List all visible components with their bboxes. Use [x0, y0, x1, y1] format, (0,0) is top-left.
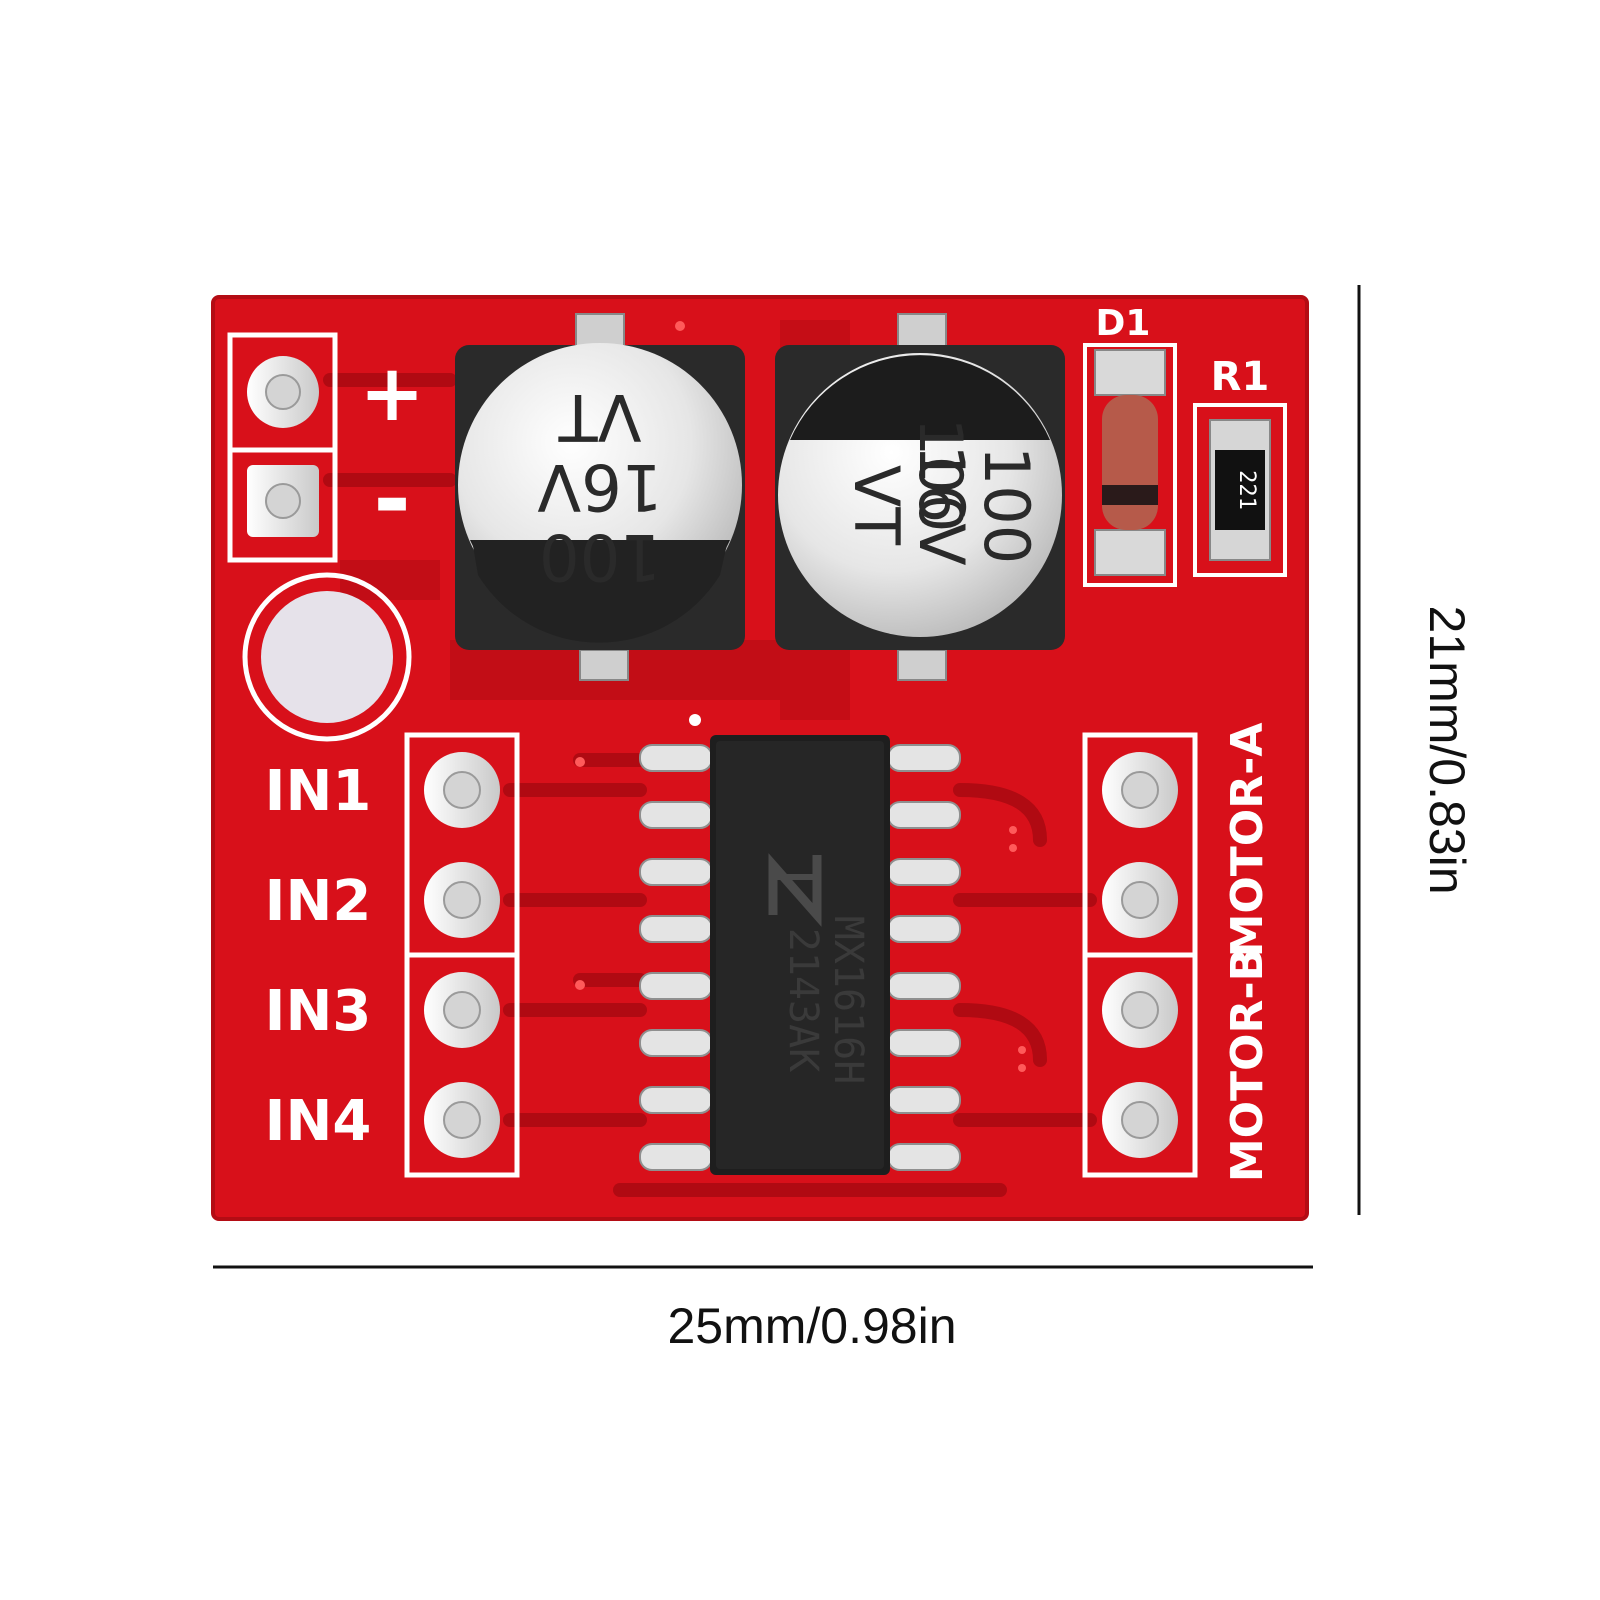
chip-part-number: MX1616H: [825, 916, 871, 1085]
motor-a-label: MOTOR-A: [1222, 723, 1273, 958]
resistor-r1: R1 221: [1193, 354, 1287, 577]
width-dimension: 25mm/0.98in: [213, 1265, 1313, 1354]
input-pin-2[interactable]: [424, 862, 500, 938]
capacitor-2-value-label: 100: [970, 446, 1043, 564]
chip-pin-right-3: [887, 858, 961, 886]
chip-pin-right-2: [887, 801, 961, 829]
power-minus-label: -: [373, 447, 410, 552]
input-pin-1[interactable]: [424, 752, 500, 828]
chip-pin-left-6: [639, 1029, 713, 1057]
capacitor-2-voltage: 16V: [905, 444, 978, 565]
motor-header: MOTOR-A MOTOR-B: [1082, 723, 1273, 1182]
driver-chip: MX1616H 2143AK: [639, 714, 961, 1175]
power-plus-label: +: [359, 349, 424, 439]
input-label-4: IN4: [265, 1089, 372, 1154]
capacitor-1-value: 100: [539, 519, 661, 593]
power-header: + -: [227, 332, 425, 563]
capacitor-1: 100 16V VT: [455, 313, 745, 681]
width-label: 25mm/0.98in: [667, 1298, 956, 1354]
chip-pin-right-7: [887, 1086, 961, 1114]
capacitor-2-value: 100: [905, 418, 975, 533]
capacitor-2-series: VT: [840, 465, 913, 546]
chip-pin-right-4: [887, 915, 961, 943]
input-label-1: IN1: [265, 759, 372, 824]
chip-pin-left-1: [639, 744, 713, 772]
chip-pins-right: [887, 744, 961, 1171]
input-label-2: IN2: [265, 869, 372, 934]
motor-a-pin-1[interactable]: [1102, 752, 1178, 828]
resistor-label: R1: [1211, 354, 1270, 400]
motor-a-pin-2[interactable]: [1102, 862, 1178, 938]
power-pin-minus[interactable]: [247, 465, 319, 537]
chip-pin-left-7: [639, 1086, 713, 1114]
copper-traces: [323, 373, 1097, 1197]
height-label: 21mm/0.83in: [1419, 605, 1475, 894]
height-dimension: 21mm/0.83in: [1357, 285, 1475, 1215]
chip-pin-left-4: [639, 915, 713, 943]
chip-pin-left-5: [639, 972, 713, 1000]
chip-pin-left-3: [639, 858, 713, 886]
motor-b-label: MOTOR-B: [1222, 948, 1273, 1182]
chip-pin-left-2: [639, 801, 713, 829]
motor-b-pin-2[interactable]: [1102, 1082, 1178, 1158]
chip-date-code: 2143AK: [780, 928, 826, 1073]
chip-pin-right-5: [887, 972, 961, 1000]
mounting-hole: [242, 572, 412, 742]
diode-d1: D1: [1083, 303, 1177, 587]
input-pin-3[interactable]: [424, 972, 500, 1048]
input-label-3: IN3: [265, 979, 372, 1044]
chip-pin-left-8: [639, 1143, 713, 1171]
input-header: IN1 IN2 IN3 IN4: [265, 732, 520, 1178]
pcb-board: + - 100 16V VT: [211, 295, 1309, 1221]
chip-pin-right-1: [887, 744, 961, 772]
diode-label: D1: [1096, 303, 1151, 344]
chip-pin-right-8: [887, 1143, 961, 1171]
capacitor-1-voltage: 16V: [537, 449, 662, 523]
capacitor-2: 100 100 100 16V VT: [775, 313, 1065, 681]
capacitor-1-series: VT: [558, 379, 642, 453]
motor-b-pin-1[interactable]: [1102, 972, 1178, 1048]
resistor-code: 221: [1234, 470, 1259, 510]
chip-pin-right-6: [887, 1029, 961, 1057]
power-pin-plus[interactable]: [247, 356, 319, 428]
input-pin-4[interactable]: [424, 1082, 500, 1158]
zh-logo-icon: [768, 853, 822, 927]
